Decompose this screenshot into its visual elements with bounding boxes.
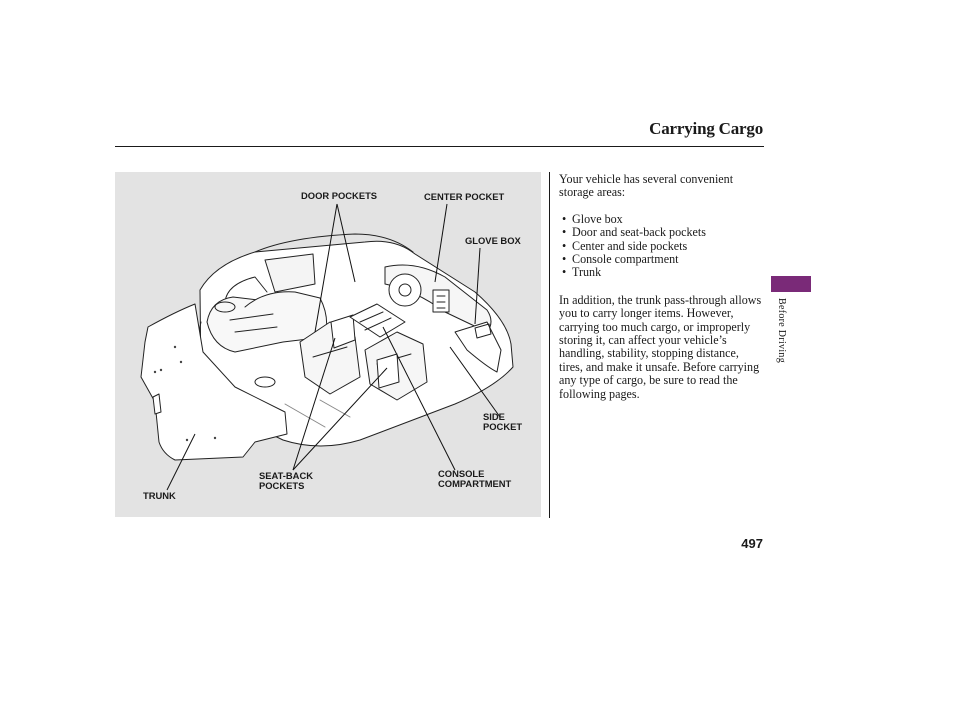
- list-item: • Door and seat-back pockets: [559, 225, 764, 240]
- callout-side-pocket-line1: SIDE: [483, 411, 505, 422]
- list-item-text: Trunk: [572, 265, 602, 280]
- list-item-text: Console compartment: [572, 252, 679, 267]
- list-item-text: Glove box: [572, 211, 623, 226]
- callout-side-pocket: SIDE POCKET: [483, 412, 522, 432]
- storage-list: • Glove box • Door and seat-back pockets •…: [559, 211, 764, 280]
- page-number: 497: [741, 536, 763, 551]
- callout-console-line1: CONSOLE: [438, 468, 485, 479]
- callout-glove-box: GLOVE BOX: [465, 235, 521, 246]
- bullet: •: [562, 252, 567, 267]
- bullet: •: [562, 238, 567, 253]
- title-rule: [115, 146, 764, 147]
- callout-console-line2: COMPARTMENT: [438, 478, 512, 489]
- cargo-warning-paragraph: In addition, the trunk pass-through allo…: [559, 292, 762, 401]
- page-title: Carrying Cargo: [649, 119, 763, 138]
- bullet: •: [562, 225, 567, 240]
- list-item: • Console compartment: [559, 252, 764, 267]
- bullet: •: [562, 211, 567, 226]
- list-item-text: Center and side pockets: [572, 238, 688, 253]
- section-label: Before Driving: [776, 298, 787, 364]
- list-item-text: Door and seat-back pockets: [572, 225, 706, 240]
- list-item: • Center and side pockets: [559, 238, 764, 253]
- section-tab: [771, 276, 811, 292]
- callout-center-pocket: CENTER POCKET: [424, 191, 505, 202]
- callout-seat-back-line2: POCKETS: [259, 480, 305, 491]
- column-divider: [549, 172, 550, 518]
- storage-areas-illustration: DOOR POCKETS CENTER POCKET GLOVE BOX SID…: [115, 172, 541, 517]
- body-text: Your vehicle has several convenient stor…: [559, 172, 764, 401]
- intro-paragraph: Your vehicle has several convenient stor…: [559, 172, 734, 200]
- callout-side-pocket-line2: POCKET: [483, 421, 523, 432]
- callout-trunk: TRUNK: [143, 490, 176, 501]
- bullet: •: [562, 265, 567, 280]
- callout-door-pockets: DOOR POCKETS: [301, 190, 378, 201]
- car-interior-drawing: [140, 203, 514, 491]
- callout-seat-back-pockets: SEAT-BACK POCKETS: [259, 471, 313, 491]
- callout-console-compartment: CONSOLE COMPARTMENT: [438, 469, 511, 489]
- list-item: • Glove box: [559, 211, 764, 226]
- callout-seat-back-line1: SEAT-BACK: [259, 470, 313, 481]
- list-item: • Trunk: [559, 265, 764, 280]
